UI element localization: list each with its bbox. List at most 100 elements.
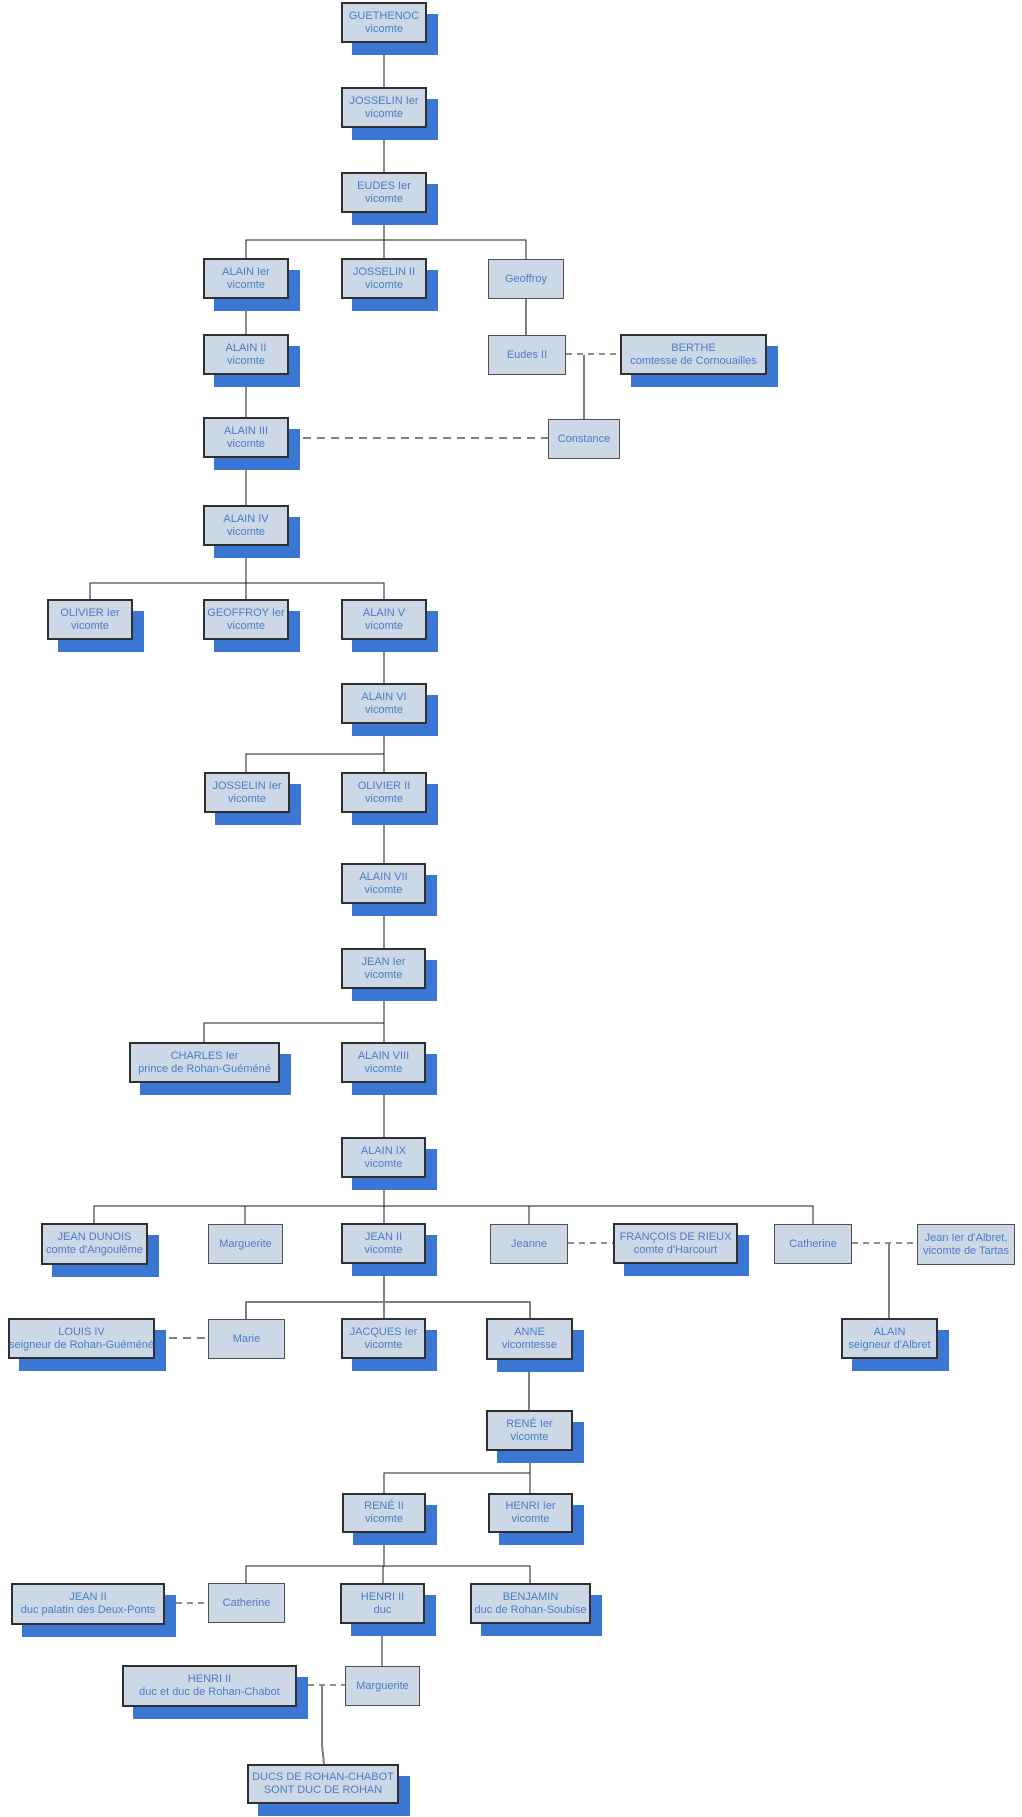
node-line-1: JOSSELIN Ier bbox=[349, 94, 419, 107]
node-line-1: ALAIN III bbox=[223, 424, 269, 437]
node-line-1: JEAN II bbox=[364, 1230, 403, 1243]
node-line-2: SONT DUC DE ROHAN bbox=[263, 1784, 383, 1796]
node-line-1: Marie bbox=[232, 1332, 261, 1345]
tree-node-jeanne: Jeanne bbox=[490, 1224, 568, 1264]
node-line-1: Catherine bbox=[789, 1237, 837, 1250]
node-line-1: Jeanne bbox=[510, 1237, 548, 1250]
node-line-2: duc palatin des Deux-Ponts bbox=[20, 1604, 156, 1616]
node-line-2: vicomte bbox=[510, 1430, 549, 1443]
node-line-1: FRANÇOIS DE RIEUX bbox=[619, 1230, 732, 1243]
node-line-1: JEAN II bbox=[69, 1591, 107, 1603]
node-line-1: HENRI Ier bbox=[505, 1500, 556, 1512]
node-line-1: ALAIN bbox=[873, 1325, 906, 1338]
node-line-1: BENJAMIN bbox=[502, 1590, 559, 1603]
node-line-1: JACQUES Ier bbox=[349, 1325, 418, 1338]
descent-connector bbox=[321, 1685, 325, 1765]
node-line-2: comte d'Harcourt bbox=[633, 1243, 718, 1256]
tree-node-constance: Constance bbox=[548, 419, 620, 459]
tree-node-eudes-2: Eudes II bbox=[488, 335, 566, 375]
node-line-1: RENÉ Ier bbox=[506, 1417, 553, 1430]
node-line-1: Jean Ier d'Albret, bbox=[924, 1231, 1008, 1244]
descent-connector bbox=[245, 1301, 531, 1319]
node-line-1: CHARLES Ier bbox=[170, 1049, 239, 1062]
node-line-1: HENRI II bbox=[360, 1590, 405, 1603]
node-line-2: vicomte bbox=[227, 525, 265, 538]
node-line-1: Constance bbox=[557, 432, 611, 445]
node-line-2: duc bbox=[373, 1603, 392, 1616]
node-line-2: vicomte bbox=[227, 354, 265, 367]
node-line-2: vicomte bbox=[365, 703, 403, 716]
node-line-1: OLIVIER II bbox=[357, 779, 411, 792]
node-line-2: vicomte bbox=[227, 437, 265, 450]
node-line-1: GUETHENOC bbox=[348, 9, 420, 22]
node-line-2: vicomte bbox=[364, 1243, 403, 1256]
node-line-1: Geoffroy bbox=[505, 272, 547, 285]
node-line-2: vicomte bbox=[364, 968, 403, 981]
descent-connector bbox=[245, 753, 384, 772]
node-line-2: vicomte bbox=[364, 1157, 403, 1170]
node-line-1: OLIVIER Ier bbox=[60, 606, 120, 619]
descent-connector bbox=[93, 1205, 814, 1224]
tree-node-catherine-a: Catherine bbox=[774, 1224, 852, 1264]
node-line-2: vicomte bbox=[365, 22, 403, 35]
tree-node-marguerite-a: Marguerite bbox=[208, 1224, 283, 1264]
node-line-2: vicomte bbox=[71, 619, 109, 632]
descent-connector bbox=[245, 239, 527, 259]
node-line-1: BERTHE bbox=[671, 341, 716, 354]
node-line-1: ALAIN VII bbox=[359, 870, 408, 883]
node-line-2: vicomte bbox=[364, 1338, 403, 1351]
node-line-2: vicomte bbox=[511, 1513, 550, 1525]
node-line-1: Catherine bbox=[222, 1596, 271, 1609]
node-line-2: seigneur de Rohan-Guéméné bbox=[9, 1338, 154, 1351]
tree-node-marguerite-b: Marguerite bbox=[345, 1666, 420, 1706]
node-line-1: ALAIN IV bbox=[223, 512, 269, 525]
node-line-2: vicomte bbox=[364, 1062, 403, 1075]
descent-connector bbox=[89, 582, 385, 599]
node-line-2: vicomte de Tartas bbox=[922, 1244, 1009, 1257]
node-line-2: vicomte bbox=[365, 278, 403, 291]
node-line-1: ALAIN II bbox=[225, 341, 267, 354]
node-line-2: seigneur d'Albret bbox=[848, 1338, 931, 1351]
tree-node-catherine-b: Catherine bbox=[208, 1583, 285, 1623]
node-line-1: EUDES Ier bbox=[357, 179, 411, 192]
node-line-1: JEAN DUNOIS bbox=[57, 1231, 132, 1243]
node-line-1: ALAIN V bbox=[362, 606, 406, 619]
node-line-1: JEAN Ier bbox=[361, 955, 406, 968]
descent-connector bbox=[245, 1565, 531, 1583]
node-line-1: ALAIN IX bbox=[360, 1144, 407, 1157]
tree-node-jean-albret: Jean Ier d'Albret,vicomte de Tartas bbox=[917, 1224, 1015, 1265]
node-line-2: vicomte bbox=[228, 792, 266, 805]
node-line-2: comtesse de Cornouailles bbox=[630, 354, 757, 367]
descent-connector bbox=[203, 1022, 384, 1042]
tree-node-marie: Marie bbox=[208, 1319, 285, 1359]
node-line-1: ALAIN VIII bbox=[357, 1049, 410, 1062]
descent-connector bbox=[382, 1533, 385, 1583]
node-line-2: vicomte bbox=[365, 792, 403, 805]
descent-connector bbox=[383, 1472, 530, 1493]
node-line-1: ALAIN Ier bbox=[222, 265, 270, 278]
